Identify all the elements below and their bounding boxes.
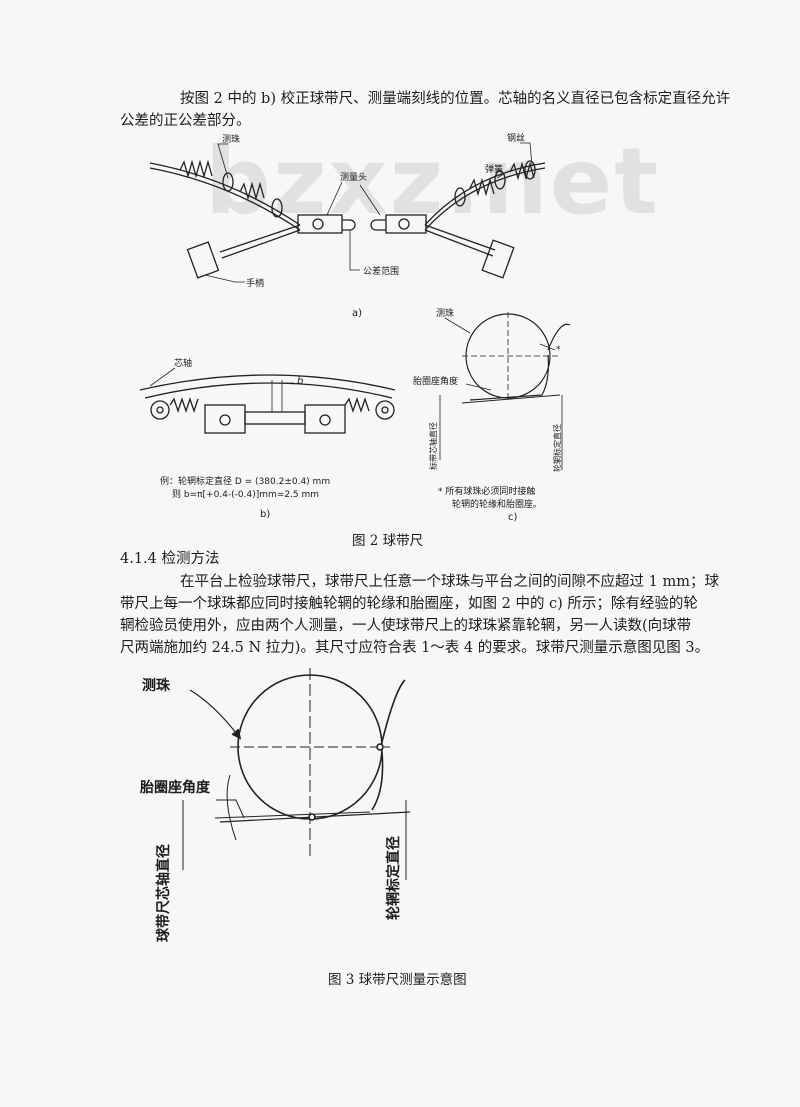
figure-2a-label: a) <box>352 308 362 319</box>
intro-line-2: 公差的正公差部分。 <box>120 113 251 129</box>
label-mandrel: 芯轴 <box>174 357 192 369</box>
label-spring: 弹簧 <box>485 163 503 175</box>
figure-2a: 测珠 钢丝 弹簧 测量头 手柄 公差范围 a) <box>149 132 546 319</box>
method-line-4: 尺两端施加约 24.5 N 拉力)。其尺寸应符合表 1～表 4 的要求。球带尺测… <box>120 640 710 656</box>
label-ball-fig3: 测珠 <box>142 677 171 694</box>
example-line-2: 则 b=π[+0.4-(-0.4)]mm=2.5 mm <box>172 488 319 500</box>
figure-3: 测珠 胎圈座角度 球带尺芯轴直径 轮辋标定直径 <box>140 668 411 942</box>
label-rim-dia-fig3: 轮辋标定直径 <box>385 836 402 920</box>
note-line-2: 轮辋的轮缘和胎圈座。 <box>452 498 542 510</box>
label-b: b <box>297 376 303 387</box>
example-line-1: 例：轮辋标定直径 D = (380.2±0.4) mm <box>160 475 330 487</box>
method-line-3: 辋检验员使用外，应由两个人测量，一人使球带尺上的球珠紧靠轮辋，另一人读数(向球带 <box>120 618 692 634</box>
intro-paragraph: 按图 2 中的 b) 校正球带尺、测量端刻线的位置。芯轴的名义直径已包含标定直径… <box>120 88 731 132</box>
figure-2c-label: c) <box>508 512 517 523</box>
method-line-1: 在平台上检验球带尺，球带尺上任意一个球珠与平台之间的间隙不应超过 1 mm；球 <box>180 574 719 590</box>
figure-2b-label: b) <box>260 509 270 520</box>
label-seat-angle-fig3: 胎圈座角度 <box>140 779 211 796</box>
label-head: 测量头 <box>340 172 367 183</box>
label-ball-c: 测珠 <box>436 307 454 319</box>
figure-2-caption: 图 2 球带尺 <box>352 533 424 549</box>
label-wire: 钢丝 <box>507 132 525 144</box>
label-tolerance: 公差范围 <box>363 265 399 277</box>
label-seat-angle-c: 胎圈座角度 <box>413 375 458 387</box>
label-rim-dia-c: 轮辋标定直径 <box>552 424 562 472</box>
note-line-1: * 所有球珠必须同时接触 <box>438 485 535 497</box>
label-mandrel-dia-c: 标带芯轴直径 <box>428 422 438 470</box>
label-handle: 手柄 <box>246 277 264 289</box>
figure-2c: 测珠 胎圈座角度 * 标带芯轴直径 轮辋标定直径 * 所有球珠必须同时接触 轮辋… <box>413 307 571 523</box>
intro-line-1: 按图 2 中的 b) 校正球带尺、测量端刻线的位置。芯轴的名义直径已包含标定直径… <box>180 91 731 107</box>
method-paragraph: 在平台上检验球带尺，球带尺上任意一个球珠与平台之间的间隙不应超过 1 mm；球 … <box>120 571 719 659</box>
figure-2b: 芯轴 b 例：轮辋标定直径 D = (380.2±0.4) mm 则 b=π[+… <box>139 357 396 520</box>
label-star: * <box>556 345 561 355</box>
label-ball-a: 测珠 <box>222 133 240 145</box>
method-line-2: 带尺上每一个球珠都应同时接触轮辋的轮缘和胎圈座，如图 2 中的 c) 所示；除有… <box>120 596 698 612</box>
label-mandrel-dia-fig3: 球带尺芯轴直径 <box>155 844 172 942</box>
figure-3-caption: 图 3 球带尺测量示意图 <box>328 972 467 988</box>
section-heading: 4.1.4 检测方法 <box>120 551 220 567</box>
